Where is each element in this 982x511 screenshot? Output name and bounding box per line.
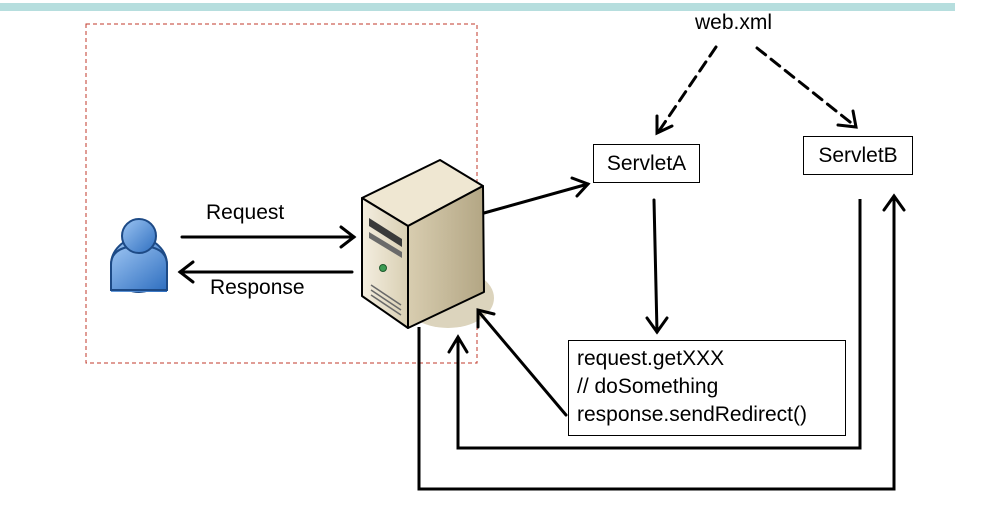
request-arrow xyxy=(180,225,357,249)
webxml-label: web.xml xyxy=(695,11,773,34)
server-to-servletb-arrow xyxy=(417,193,906,491)
servletb-box: ServletB xyxy=(803,136,913,175)
server-to-servleta-arrow xyxy=(482,176,591,215)
top-bar xyxy=(0,3,955,11)
response-label: Response xyxy=(210,276,305,299)
code-line-comment: // doSomething xyxy=(577,375,719,398)
redirect-arrow xyxy=(476,308,568,417)
servletb-to-server-arrow xyxy=(447,199,862,450)
servleta-box: ServletA xyxy=(593,144,700,183)
code-line-get: request.getXXX xyxy=(577,347,725,370)
webxml-to-servleta-arrow xyxy=(655,45,718,136)
server-icon xyxy=(361,159,485,329)
servleta-label: ServletA xyxy=(606,151,687,175)
code-line-redirect: response.sendRedirect() xyxy=(577,403,807,426)
servleta-to-code-arrow xyxy=(645,198,669,335)
user-icon xyxy=(110,218,168,293)
servletb-label: ServletB xyxy=(818,143,898,167)
request-label: Request xyxy=(206,201,285,224)
webxml-to-servletb-arrow xyxy=(755,46,858,129)
code-box: request.getXXX // doSomething response.s… xyxy=(568,340,846,436)
response-arrow xyxy=(177,260,354,284)
